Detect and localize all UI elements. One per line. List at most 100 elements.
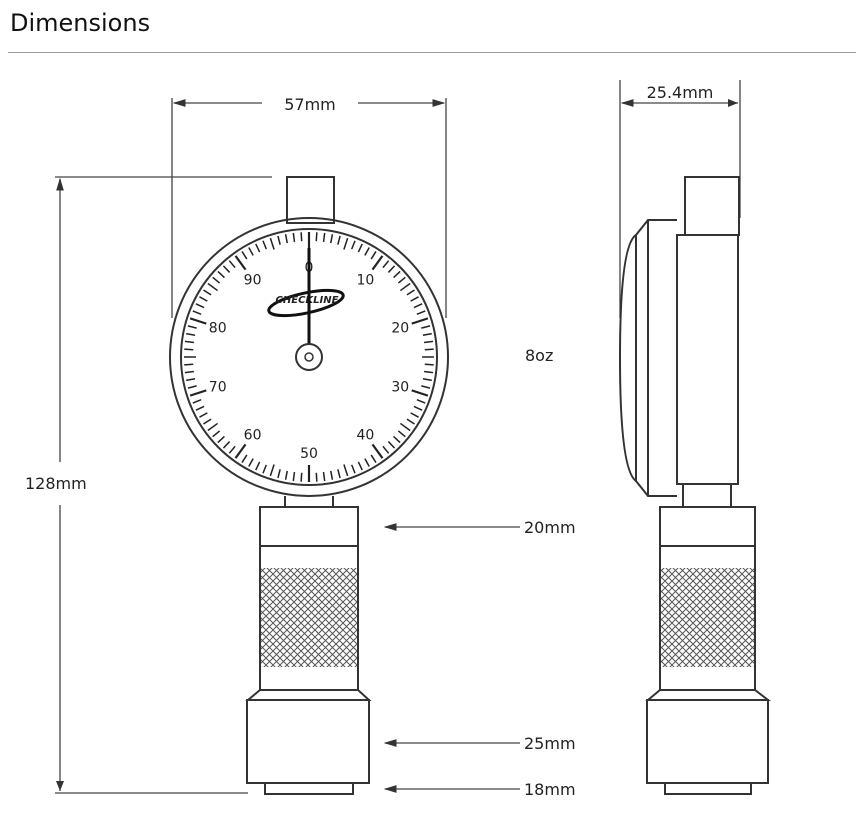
dial-tick	[416, 399, 426, 404]
dial-tick	[423, 340, 434, 344]
dial-tick	[423, 370, 434, 374]
dial-tick	[315, 232, 318, 242]
section-title: Dimensions	[10, 9, 151, 37]
dial-tick	[292, 232, 296, 243]
dial-tick	[234, 255, 247, 271]
front-view: 0 10 20 30 40 50 60 70 80 90 CHECKLINE	[169, 176, 449, 795]
body	[259, 506, 359, 691]
dial-tick	[411, 317, 429, 325]
dial-tick	[277, 469, 281, 479]
dial-tick	[370, 454, 377, 463]
dial-number: 30	[391, 380, 409, 396]
dial-tick	[421, 385, 431, 389]
dial-tick	[343, 237, 349, 250]
dial-number: 20	[391, 320, 409, 336]
dial-tick	[322, 471, 326, 482]
dial-tick	[222, 265, 231, 273]
dial-tick	[241, 454, 248, 463]
dial-tick	[217, 435, 225, 444]
plunger-stem	[286, 176, 335, 224]
side-view	[618, 176, 771, 795]
dial-tick	[411, 389, 429, 397]
dial-tick	[277, 235, 281, 245]
knurled-grip	[261, 568, 357, 667]
dial-tick	[203, 289, 212, 296]
dial-tick	[199, 296, 208, 302]
foot-diameter-callout: 18mm	[383, 780, 576, 799]
dial-tick	[184, 370, 195, 374]
dial-tick	[357, 243, 363, 253]
dial-tick	[255, 461, 261, 471]
dial-tick	[192, 310, 202, 315]
dial-number: 80	[209, 320, 227, 336]
dial-tick	[387, 441, 396, 449]
collar	[246, 699, 370, 784]
dial-tick	[410, 412, 419, 418]
dial-tick	[187, 385, 197, 389]
dial-tick	[212, 430, 221, 438]
dial-tick	[371, 443, 384, 459]
dial-tick	[382, 260, 390, 269]
dial-tick	[262, 464, 267, 474]
dial-tick	[421, 325, 431, 329]
dial-number: 70	[209, 380, 227, 396]
dial-tick	[424, 348, 434, 351]
dial-tick	[248, 247, 254, 256]
dial-tick	[422, 332, 432, 337]
presser-foot	[264, 782, 354, 795]
dial-tick	[184, 363, 194, 366]
width-label: 57mm	[284, 95, 336, 114]
dial-tick	[406, 418, 415, 425]
dial-tick	[371, 255, 384, 271]
dial-tick	[410, 296, 419, 302]
height-label: 128mm	[25, 474, 87, 493]
dial-tick	[413, 303, 423, 309]
dial-tick	[300, 472, 303, 482]
dial-tick	[322, 232, 326, 243]
dial-tick	[255, 243, 261, 253]
collar-diameter-callout: 25mm	[383, 734, 576, 753]
dial-tick	[187, 325, 197, 329]
svg-text:CHECKLINE: CHECKLINE	[276, 295, 339, 306]
dial-ticks	[184, 232, 434, 482]
dial-tick	[195, 405, 205, 411]
dial-tick	[189, 317, 207, 325]
dial-face	[180, 228, 438, 486]
weight-label: 8oz	[525, 346, 553, 365]
dial-tick	[222, 441, 231, 449]
dial-tick	[217, 270, 225, 279]
dial-tick	[337, 469, 341, 479]
dial-tick	[189, 389, 207, 397]
dial-tick	[241, 251, 248, 260]
dial-number: 40	[357, 428, 375, 444]
dial-bezel	[169, 217, 449, 497]
dial-tick	[262, 240, 267, 250]
dial-tick	[186, 377, 196, 382]
dial-tick	[234, 443, 247, 459]
dial-tick	[393, 270, 401, 279]
dial-tick	[228, 445, 236, 454]
dial-tick	[357, 461, 363, 471]
dial-tick	[269, 464, 275, 477]
dial-tick	[387, 265, 396, 273]
dial-tick	[364, 458, 370, 467]
foot-diameter-label: 18mm	[524, 780, 576, 799]
width-dimension: 57mm	[171, 95, 447, 318]
dial-tick	[422, 377, 432, 382]
dial-tick	[203, 418, 212, 425]
dial-tick	[370, 251, 377, 260]
dial-tick	[184, 348, 194, 351]
depth-dimension: 25.4mm	[619, 80, 741, 318]
dial-tick	[413, 405, 423, 411]
dial-tick	[186, 332, 196, 337]
dial-tick	[351, 240, 356, 250]
brand-logo: CHECKLINE	[267, 288, 345, 318]
dial-tick	[269, 237, 275, 250]
depth-label: 25.4mm	[647, 83, 714, 102]
dial-tick	[382, 445, 390, 454]
dial-tick	[397, 276, 406, 284]
dial-tick	[248, 458, 254, 467]
dial-tick	[329, 234, 334, 244]
dial-tick	[337, 235, 341, 245]
